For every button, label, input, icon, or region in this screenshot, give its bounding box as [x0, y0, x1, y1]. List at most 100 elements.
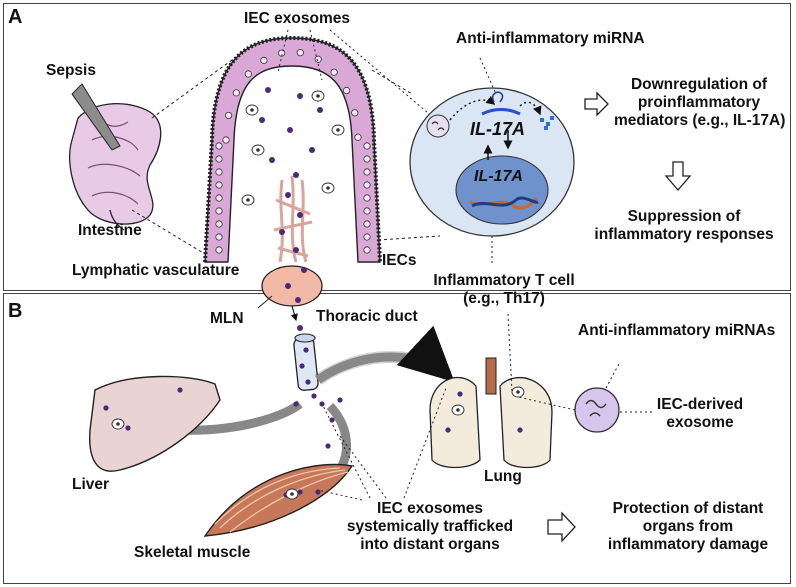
iec-cell	[363, 194, 371, 202]
vesicle-core	[256, 148, 260, 152]
iec-cell	[363, 207, 371, 215]
panel-b	[3, 293, 791, 584]
exosome-dot	[329, 417, 335, 423]
connector-line	[131, 209, 216, 261]
iecs-label: IECs	[382, 252, 417, 269]
iec-cell	[215, 194, 223, 202]
exosome-dot	[297, 93, 303, 99]
systemic-exosomes	[103, 347, 525, 500]
lymphatic-vasculature-label: Lymphatic vasculature	[72, 262, 240, 279]
exosome-dot	[317, 107, 323, 113]
iec-cell	[260, 56, 268, 64]
iec-cell	[363, 142, 371, 150]
liver-illustration	[89, 375, 221, 472]
iec-cell	[351, 109, 359, 117]
intestine-label: Intestine	[78, 222, 142, 239]
exosome-dot	[309, 147, 315, 153]
liver-label: Liver	[72, 476, 110, 493]
connector-line	[605, 361, 621, 389]
exosome-dot	[297, 325, 303, 331]
exosome-dot	[287, 127, 293, 133]
iec-cell	[363, 168, 371, 176]
lung-illustration	[429, 357, 553, 469]
iec-cell	[363, 155, 371, 163]
mln-label: MLN	[210, 310, 244, 327]
vesicle-core	[516, 390, 520, 394]
panel-a-letter: A	[8, 6, 23, 28]
t-cell-illustration	[409, 57, 575, 237]
exosome-dot	[295, 297, 301, 303]
hollow-arrow-right	[547, 511, 576, 543]
arrow-to-muscle	[326, 402, 351, 478]
vesicle-core	[290, 492, 294, 496]
exosome-dot	[103, 405, 109, 411]
exosome-dot	[311, 393, 317, 399]
exosome-dot	[285, 192, 291, 198]
connector-line	[151, 59, 233, 119]
exosome-dot	[285, 283, 291, 289]
exosome-dot	[125, 425, 131, 431]
villus-illustration	[203, 35, 382, 263]
exosome-dot	[293, 247, 299, 253]
connector-line	[257, 295, 273, 309]
connector-line	[371, 69, 413, 95]
vesicle-core	[250, 108, 254, 112]
panel-b-letter: B	[8, 300, 23, 322]
iec-cell	[215, 220, 223, 228]
exosome-dot	[301, 267, 307, 273]
connector-line	[309, 29, 323, 81]
sepsis-label: Sepsis	[46, 62, 96, 79]
exosome-dot	[305, 379, 311, 385]
iec-cell	[215, 207, 223, 215]
vesicle-core	[326, 186, 330, 190]
skeletal-muscle-label: Skeletal muscle	[134, 544, 251, 561]
exosome-dot	[177, 387, 183, 393]
connector-line	[377, 235, 441, 241]
exosome-dot	[325, 443, 331, 449]
exosome-dot	[303, 347, 309, 353]
iec-cell	[354, 133, 362, 141]
exosome-dot	[293, 172, 299, 178]
iec-cell	[244, 70, 252, 78]
villus-exosomes	[241, 87, 345, 331]
iec-cell	[296, 49, 304, 57]
connector-line	[507, 313, 513, 393]
iec-cell	[222, 136, 230, 144]
exosome-dot	[297, 212, 303, 218]
iec-cell	[363, 246, 371, 254]
connector-line	[319, 399, 371, 499]
exosome-dot	[265, 87, 271, 93]
downregulation-label: Downregulation of proinflammatory mediat…	[614, 76, 786, 129]
exosome-dot	[457, 391, 463, 397]
skeletal-muscle-illustration	[203, 463, 354, 537]
intestine-illustration	[69, 103, 162, 231]
iec-cell	[225, 111, 233, 120]
exosome-dot	[293, 401, 299, 407]
iec-cell	[232, 89, 240, 97]
vesicle-core	[316, 94, 320, 98]
iec-cell	[314, 55, 322, 63]
vesicle-core	[116, 422, 120, 426]
vesicle-core	[336, 128, 340, 132]
exosome-dot	[269, 157, 275, 163]
iec-cell	[215, 168, 223, 176]
sepsis-lightning-icon	[71, 83, 121, 151]
connector-line	[513, 395, 576, 411]
il17a-nucleus-label: IL-17A	[474, 168, 523, 185]
suppression-label: Suppression of inflammatory responses	[594, 208, 774, 243]
anti-inflammatory-mirna-label: Anti-inflammatory miRNA	[456, 30, 645, 47]
exosome-dot	[319, 401, 325, 407]
iec-cell	[215, 233, 223, 241]
panel-a	[3, 3, 791, 291]
hollow-arrow-down	[664, 161, 692, 191]
exosome-dot	[315, 489, 321, 495]
protection-label: Protection of distant organs from inflam…	[607, 500, 769, 553]
trafficked-label: IEC exosomes systemically trafficked int…	[346, 500, 514, 553]
exosome-dot	[297, 489, 303, 495]
vesicle-core	[246, 198, 250, 202]
iec-cell	[363, 233, 371, 241]
il17a-cytoplasm-label: IL-17A	[470, 119, 526, 139]
iec-cells	[215, 49, 371, 254]
anti-inflammatory-mirnas-label: Anti-inflammatory miRNAs	[578, 322, 776, 339]
